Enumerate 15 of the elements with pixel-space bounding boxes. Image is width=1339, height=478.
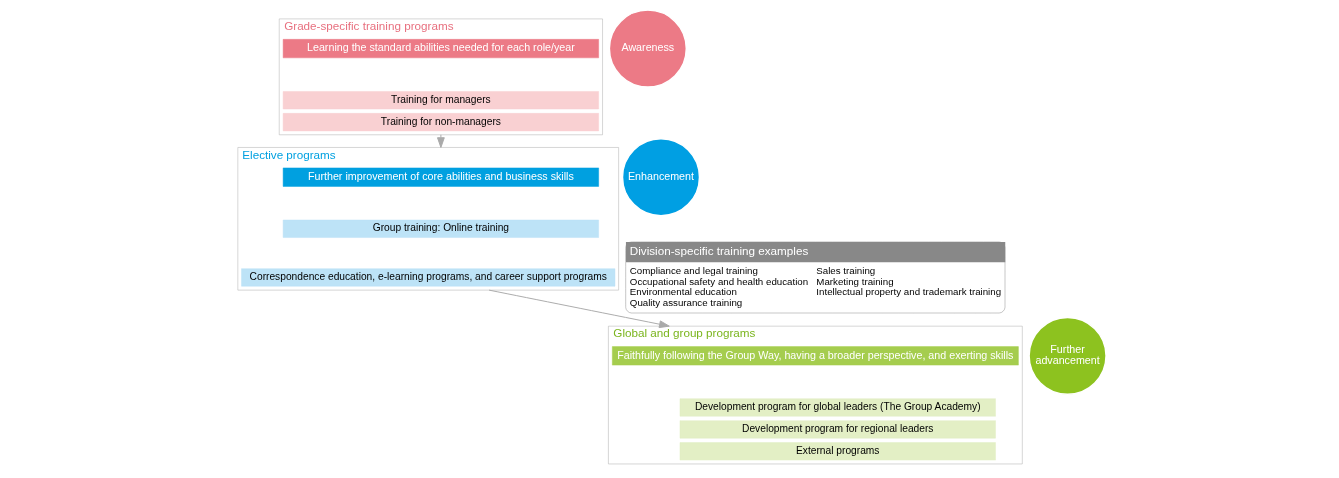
arrow xyxy=(488,289,670,329)
node-box: Further improvement of core abilities and business skills xyxy=(282,167,599,187)
node-box: Faithfully following the Group Way, having a broader perspective, and exerting skills xyxy=(611,346,1019,366)
node-box: Correspondence education, e-learning programs, and career support programs xyxy=(240,268,615,287)
node-box: Group training: Online training xyxy=(282,219,599,238)
node-circle: Enhancement xyxy=(621,137,700,217)
node-box: Development program for global leaders (The Group Academy) xyxy=(679,398,996,417)
node-circle: Further advancement xyxy=(1027,316,1107,396)
node-box: Development program for regional leaders xyxy=(679,420,996,439)
node-box: Training for managers xyxy=(282,91,599,110)
node-circle: Awareness xyxy=(608,9,687,88)
node-box: External programs xyxy=(679,442,996,461)
arrow xyxy=(436,134,445,148)
node-box: Training for non-managers xyxy=(282,113,599,132)
node-box: Learning the standard abilities needed for each role/year xyxy=(282,39,599,59)
